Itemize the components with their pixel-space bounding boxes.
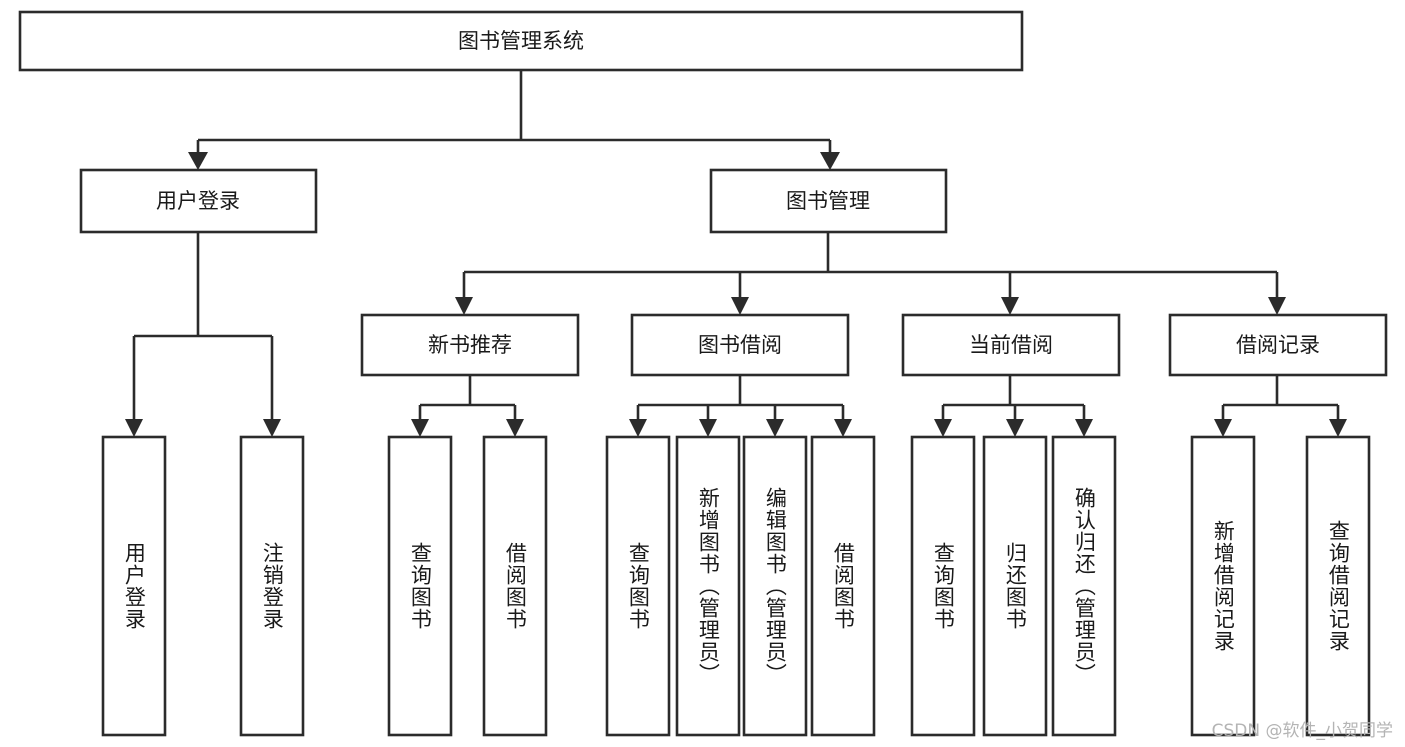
- node-leaf-query-book-2[interactable]: [605, 435, 671, 737]
- arrow-head-leaf-logout: [263, 419, 281, 437]
- arrow-head-leaf-query-book-3: [934, 419, 952, 437]
- arrow-head-leaf-query-book-1: [411, 419, 429, 437]
- node-leaf-return-book-box[interactable]: [982, 435, 1048, 737]
- node-borrow-record[interactable]: 借阅记录: [1168, 313, 1388, 377]
- arrow-head-leaf-edit-book: [766, 419, 784, 437]
- node-leaf-query-book-3-box[interactable]: [910, 435, 976, 737]
- node-leaf-confirm-return-box[interactable]: [1051, 435, 1117, 737]
- arrow-head-leaf-query-book-2: [629, 419, 647, 437]
- node-leaf-query-record[interactable]: [1305, 435, 1371, 737]
- arrow-head-leaf-return-book: [1006, 419, 1024, 437]
- arrow-head-current-borrow: [1001, 297, 1019, 315]
- arrow-head-leaf-borrow-book-1: [506, 419, 524, 437]
- node-leaf-return-book[interactable]: [982, 435, 1048, 737]
- arrow-head-new-book-rec: [455, 297, 473, 315]
- node-new-book-rec-box[interactable]: [360, 313, 580, 377]
- node-leaf-add-book-box[interactable]: [675, 435, 741, 737]
- node-leaf-borrow-book-1[interactable]: [482, 435, 548, 737]
- node-current-borrow-label: 当前借阅: [969, 333, 1053, 357]
- arrow-head-borrow-record: [1268, 297, 1286, 315]
- edge-book-borrow-to-leaves: [629, 375, 852, 437]
- csdn-watermark: CSDN @软件_小贺同学: [1211, 721, 1393, 741]
- node-leaf-logout-box[interactable]: [239, 435, 305, 737]
- node-user-login-box[interactable]: [79, 168, 318, 234]
- node-leaf-query-book-2-box[interactable]: [605, 435, 671, 737]
- arrow-head-leaf-confirm-return: [1075, 419, 1093, 437]
- arrow-head-leaf-add-book: [699, 419, 717, 437]
- arrow-head-leaf-add-record: [1214, 419, 1232, 437]
- node-leaf-query-book-3[interactable]: [910, 435, 976, 737]
- node-root-box[interactable]: [18, 10, 1024, 72]
- node-leaf-edit-book-box[interactable]: [742, 435, 808, 737]
- edge-user-login-to-leaves: [125, 232, 281, 437]
- arrow-head-user-login: [188, 152, 208, 170]
- node-leaf-borrow-book-2[interactable]: [810, 435, 876, 737]
- node-leaf-query-record-box[interactable]: [1305, 435, 1371, 737]
- node-book-manage[interactable]: 图书管理: [709, 168, 948, 234]
- node-leaf-query-book-1-box[interactable]: [387, 435, 453, 737]
- node-new-book-rec[interactable]: 新书推荐: [360, 313, 580, 377]
- arrow-head-leaf-query-record: [1329, 419, 1347, 437]
- node-leaf-user-login[interactable]: [101, 435, 167, 737]
- node-borrow-record-label: 借阅记录: [1236, 333, 1320, 357]
- arrow-head-book-manage: [820, 152, 840, 170]
- node-leaf-confirm-return[interactable]: [1051, 435, 1117, 737]
- edge-borrow-record-to-leaves: [1214, 375, 1347, 437]
- edge-book-manage-to-level3: [455, 232, 1286, 315]
- node-book-borrow[interactable]: 图书借阅: [630, 313, 850, 377]
- node-root-label: 图书管理系统: [458, 29, 584, 53]
- node-leaf-add-book[interactable]: [675, 435, 741, 737]
- node-leaf-add-record-box[interactable]: [1190, 435, 1256, 737]
- node-user-login-label: 用户登录: [156, 189, 240, 213]
- node-book-manage-label: 图书管理: [786, 189, 870, 213]
- arrow-head-leaf-borrow-book-2: [834, 419, 852, 437]
- node-user-login[interactable]: 用户登录: [79, 168, 318, 234]
- edge-current-borrow-to-leaves: [934, 375, 1093, 437]
- node-book-manage-box[interactable]: [709, 168, 948, 234]
- node-leaf-borrow-book-1-box[interactable]: [482, 435, 548, 737]
- node-new-book-rec-label: 新书推荐: [428, 333, 512, 357]
- edge-root-to-level2: [188, 70, 840, 170]
- node-leaf-user-login-box[interactable]: [101, 435, 167, 737]
- node-leaf-logout[interactable]: [239, 435, 305, 737]
- arrow-head-leaf-user-login: [125, 419, 143, 437]
- node-leaf-borrow-book-2-box[interactable]: [810, 435, 876, 737]
- node-book-borrow-label: 图书借阅: [698, 333, 782, 357]
- node-root[interactable]: 图书管理系统: [18, 10, 1024, 72]
- node-current-borrow[interactable]: 当前借阅: [901, 313, 1121, 377]
- node-leaf-add-record[interactable]: [1190, 435, 1256, 737]
- edge-new-book-rec-to-leaves: [411, 375, 524, 437]
- node-leaf-query-book-1[interactable]: [387, 435, 453, 737]
- node-leaf-edit-book[interactable]: [742, 435, 808, 737]
- node-book-borrow-box[interactable]: [630, 313, 850, 377]
- node-borrow-record-box[interactable]: [1168, 313, 1388, 377]
- arrow-head-book-borrow: [731, 297, 749, 315]
- node-current-borrow-box[interactable]: [901, 313, 1121, 377]
